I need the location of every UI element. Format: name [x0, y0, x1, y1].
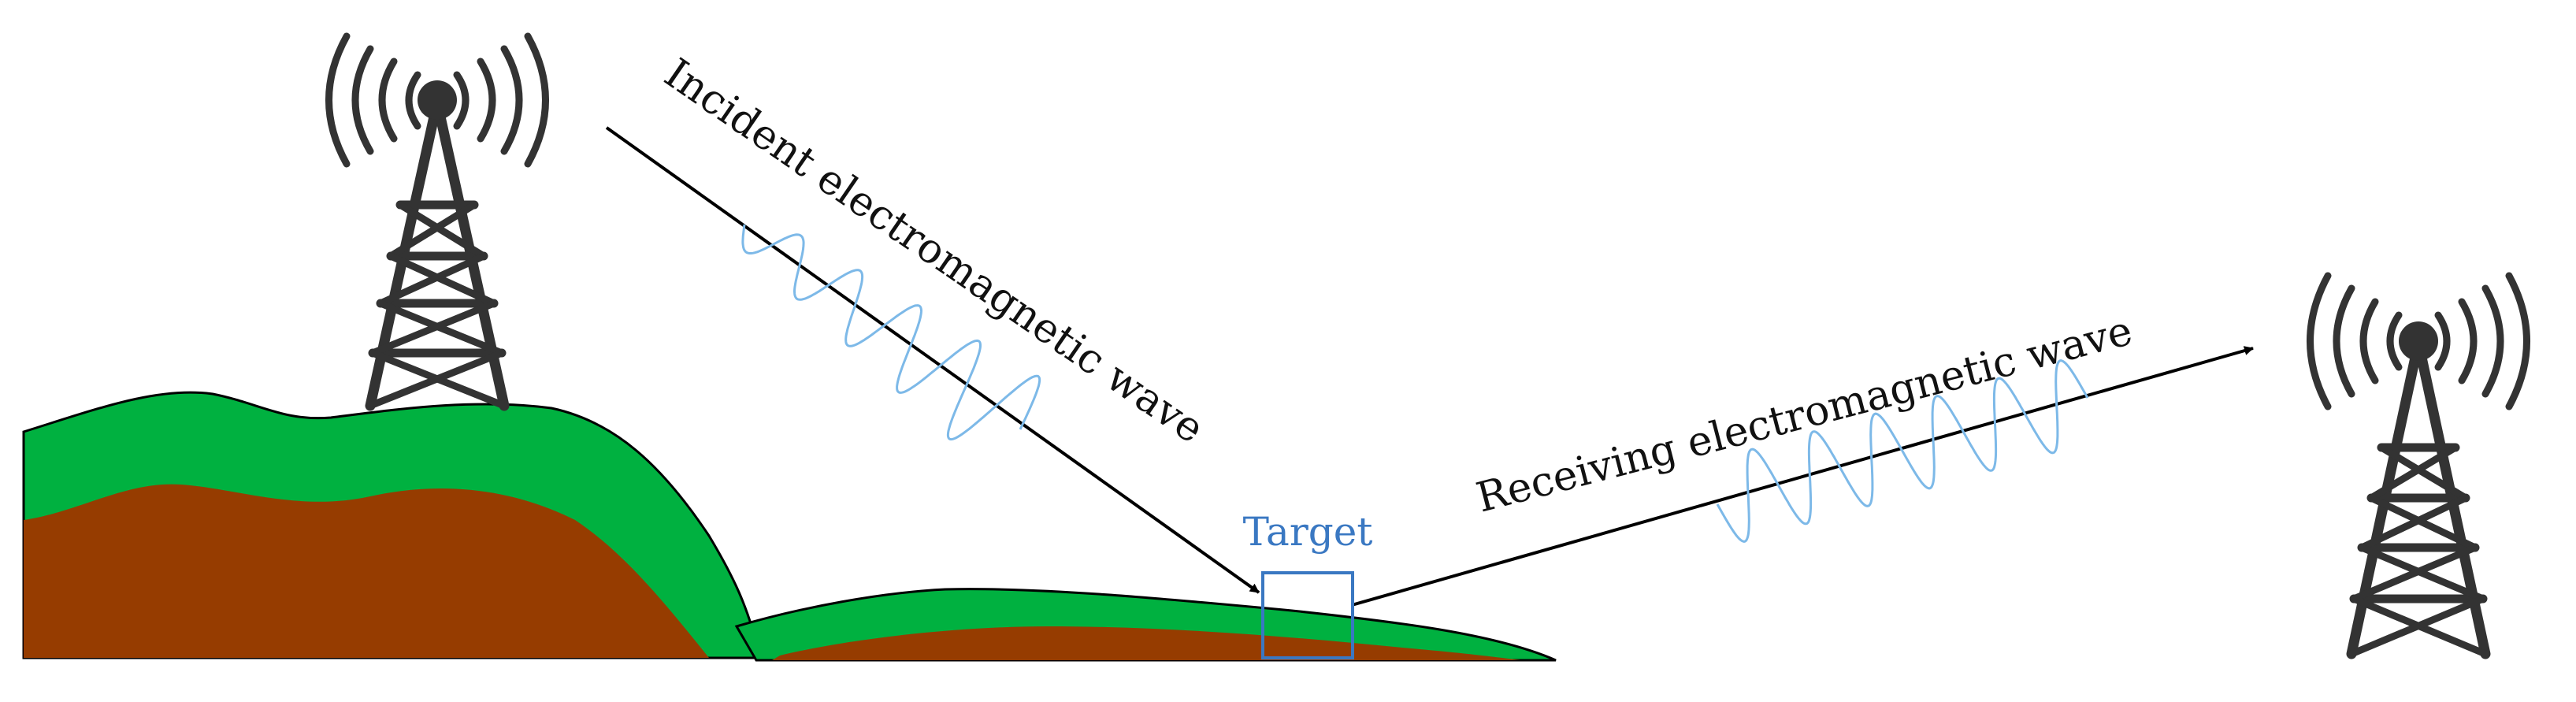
left-hill-soil	[24, 484, 709, 658]
transmitter-tower-icon	[325, 32, 549, 411]
incident-wave	[741, 224, 1041, 441]
target-label: Target	[1243, 509, 1373, 555]
lowland	[734, 588, 1557, 662]
lowland-soil	[772, 626, 1520, 660]
receiving-wave	[1716, 359, 2089, 543]
receiving-arrow	[1351, 346, 2254, 607]
receiver-tower-icon	[2307, 272, 2530, 659]
incident-arrow	[605, 126, 1260, 594]
incident-wave-label: Incident electromagnetic wave	[656, 50, 1212, 453]
target-box	[1261, 571, 1354, 659]
left-hill	[22, 391, 762, 659]
receiving-wave-label: Receiving electromagnetic wave	[1472, 307, 2137, 522]
